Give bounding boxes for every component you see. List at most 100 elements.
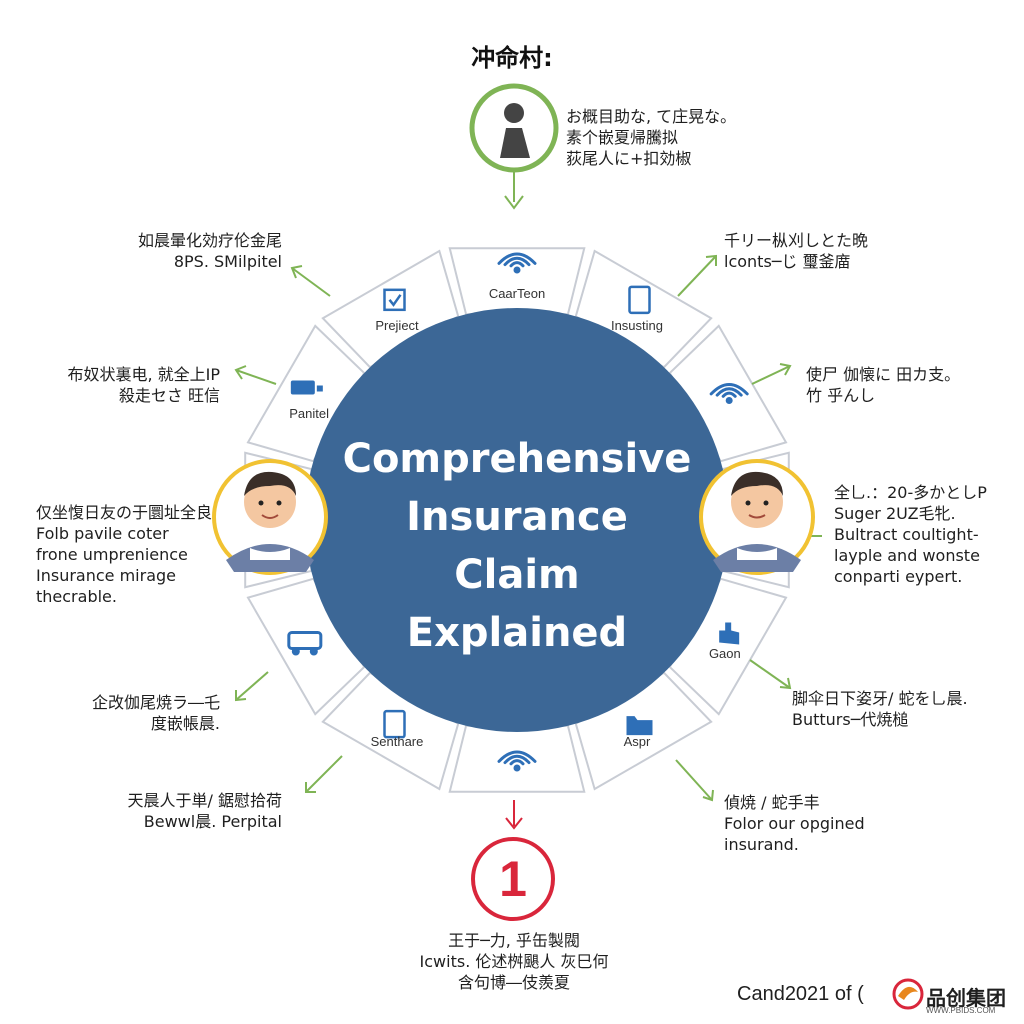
vehicle-icon [290,380,323,395]
note-line: 含句博―伎羨夏 [457,973,570,992]
document-icon [383,709,406,739]
note-line: 布奴状裏电, 就全上IP [67,365,220,384]
note-lower-left: 企改伽尾焼ラ―乇 度嵌帳晨. [86,692,220,734]
note-line: 如晨暈化効疗伦金尾 [137,231,282,250]
note-line: Folor our opgined [724,814,865,833]
arrow-upper-right [677,255,717,297]
center-title-line: Insurance [406,494,628,540]
folder-icon [626,716,653,736]
center-title: Comprehensive Insurance Claim Explained [322,430,712,662]
note-upper-left: 如晨暈化効疗伦金尾 8PS. SMilpitel [130,230,282,272]
center-disc [305,308,729,732]
note-bottom-right: 偵焼 / 蛇手丰 Folor our opgined insurand. [724,792,865,855]
arrow-mid-right [751,365,791,385]
ring-segment [448,724,586,793]
arrowhead-upper-right [705,254,717,266]
note-line: Suger 2UZ毛牝. [834,504,956,523]
note-line: 8PS. SMilpitel [173,252,282,271]
note-line: Icwits. 伦述桝颶人 灰巳何 [419,952,609,971]
arrowhead-bottom-left [305,782,316,793]
note-line: lconts─じ 璽釜庿 [724,252,851,271]
checkbox-icon [383,288,406,312]
note-line: 度嵌帳晨. [150,714,220,733]
bottom-arrowhead [505,817,523,830]
top-person-badge [469,83,559,173]
top-note-line: お概目助な, て庄晃な。 [566,107,737,126]
document-icon [628,285,651,315]
note-line: 全乚.：20-多かとしP [834,483,987,502]
note-upper-right: 千リー枞刈しとた晩 lconts─じ 璽釜庿 [724,230,868,272]
note-left-avatar: 仅坐愎日友の于圜址全良 Folb pavile coter frone umpr… [36,502,212,607]
brand-name: 品创集团 [926,986,1006,1010]
page-title: 冲命村: [471,44,553,72]
bottom-connector [505,800,523,830]
step-badge-ring [471,837,555,921]
note-line: 使尸 伽懐に 田カ支。 [806,365,961,384]
arrowhead-bottom-right [702,789,714,802]
note-line: Insurance mirage [36,566,176,585]
top-note-line: 素个嵌夏帰騰拟 [566,128,679,147]
note-mid-left: 布奴状裏电, 就全上IP 殺走セさ 旺信 [58,364,220,406]
note-bottom-left: 天晨人于単/ 鋸慰拾荷 Bewwl晨. Perpital [100,790,282,832]
person-icon [500,103,530,158]
note-line: layple and wonste [834,546,980,565]
note-line: Butturs─代焼槌 [792,710,909,729]
note-line: 脚伞日下姿牙/ 蛇を乚晨. [792,689,968,708]
note-line: Folb pavile coter [36,524,169,543]
arrowhead-mid-left [234,365,247,380]
note-line: 仅坐愎日友の于圜址全良 [36,503,213,522]
note-lower-right: 脚伞日下姿牙/ 蛇を乚晨. Butturs─代焼槌 [792,688,968,730]
note-line: 竹 乎んし [806,386,876,405]
segment-label: Insusting [610,318,664,334]
note-line: 天晨人于単/ 鋸慰拾荷 [127,791,282,810]
segment-label: CaarTeon [488,286,546,301]
note-line: 企改伽尾焼ラ―乇 [91,693,220,712]
arrowhead-lower-right [779,677,792,690]
note-line: Bewwl晨. Perpital [143,812,282,831]
note-bottom-center: 王于─力, 乎缶製閥 Icwits. 伦述桝颶人 灰巳何 含句博―伎羨夏 [400,930,628,993]
note-line: insurand. [724,835,799,854]
note-line: 殺走セさ 旺信 [118,386,220,405]
arrowhead-upper-left [290,265,303,279]
segment-label: Senthare [370,733,424,749]
note-line: 偵焼 / 蛇手丰 [724,793,820,812]
segment-label: Panitel [289,406,330,421]
segment-label: Prejiect [375,318,419,334]
arrow-lower-left [235,671,269,701]
avatar-left [212,459,328,575]
center-title-line: Explained [406,610,628,656]
arrowhead-mid-right [779,363,792,376]
car-icon [287,631,323,656]
brand-url: WWW.PBIDS.COM [926,1006,996,1015]
top-note: お概目助な, て庄晃な。 素个嵌夏帰騰拟 荻尾人に+扣効椒 [566,106,736,169]
wifi-icon [497,252,537,274]
segment-label: Gaon [708,646,741,661]
center-title-line: Comprehensive [342,436,692,482]
segment-label: Aspr [623,733,651,749]
note-line: conparti eypert. [834,567,963,586]
avatar-right [699,459,815,575]
step-number: 1 [499,851,527,907]
wifi-icon [497,750,537,772]
brand-logo-icon [892,978,924,1010]
footer-label: Cand2021 of ( [737,983,864,1005]
arrow-lower-right [749,659,791,689]
note-right-avatar: 全乚.：20-多かとしP Suger 2UZ毛牝. Bultract coult… [834,482,987,587]
top-note-line: 荻尾人に+扣効椒 [566,149,692,168]
note-line: 王于─力, 乎缶製閥 [448,931,580,950]
note-mid-right: 使尸 伽懐に 田カ支。 竹 乎んし [806,364,960,406]
note-line: 千リー枞刈しとた晩 [724,231,869,250]
wifi-icon [709,382,749,404]
arrow-mid-left [235,369,277,385]
arrow-bottom-left [305,755,343,793]
connector-arrows [234,168,822,802]
note-line: Bultract coultight- [834,525,979,544]
hand-icon [719,622,740,645]
note-line: frone umprenience [36,545,188,564]
arrow-upper-left [291,267,331,297]
center-title-line: Claim [454,552,580,598]
arrowhead-lower-left [235,690,247,702]
note-line: thecrable. [36,587,117,606]
